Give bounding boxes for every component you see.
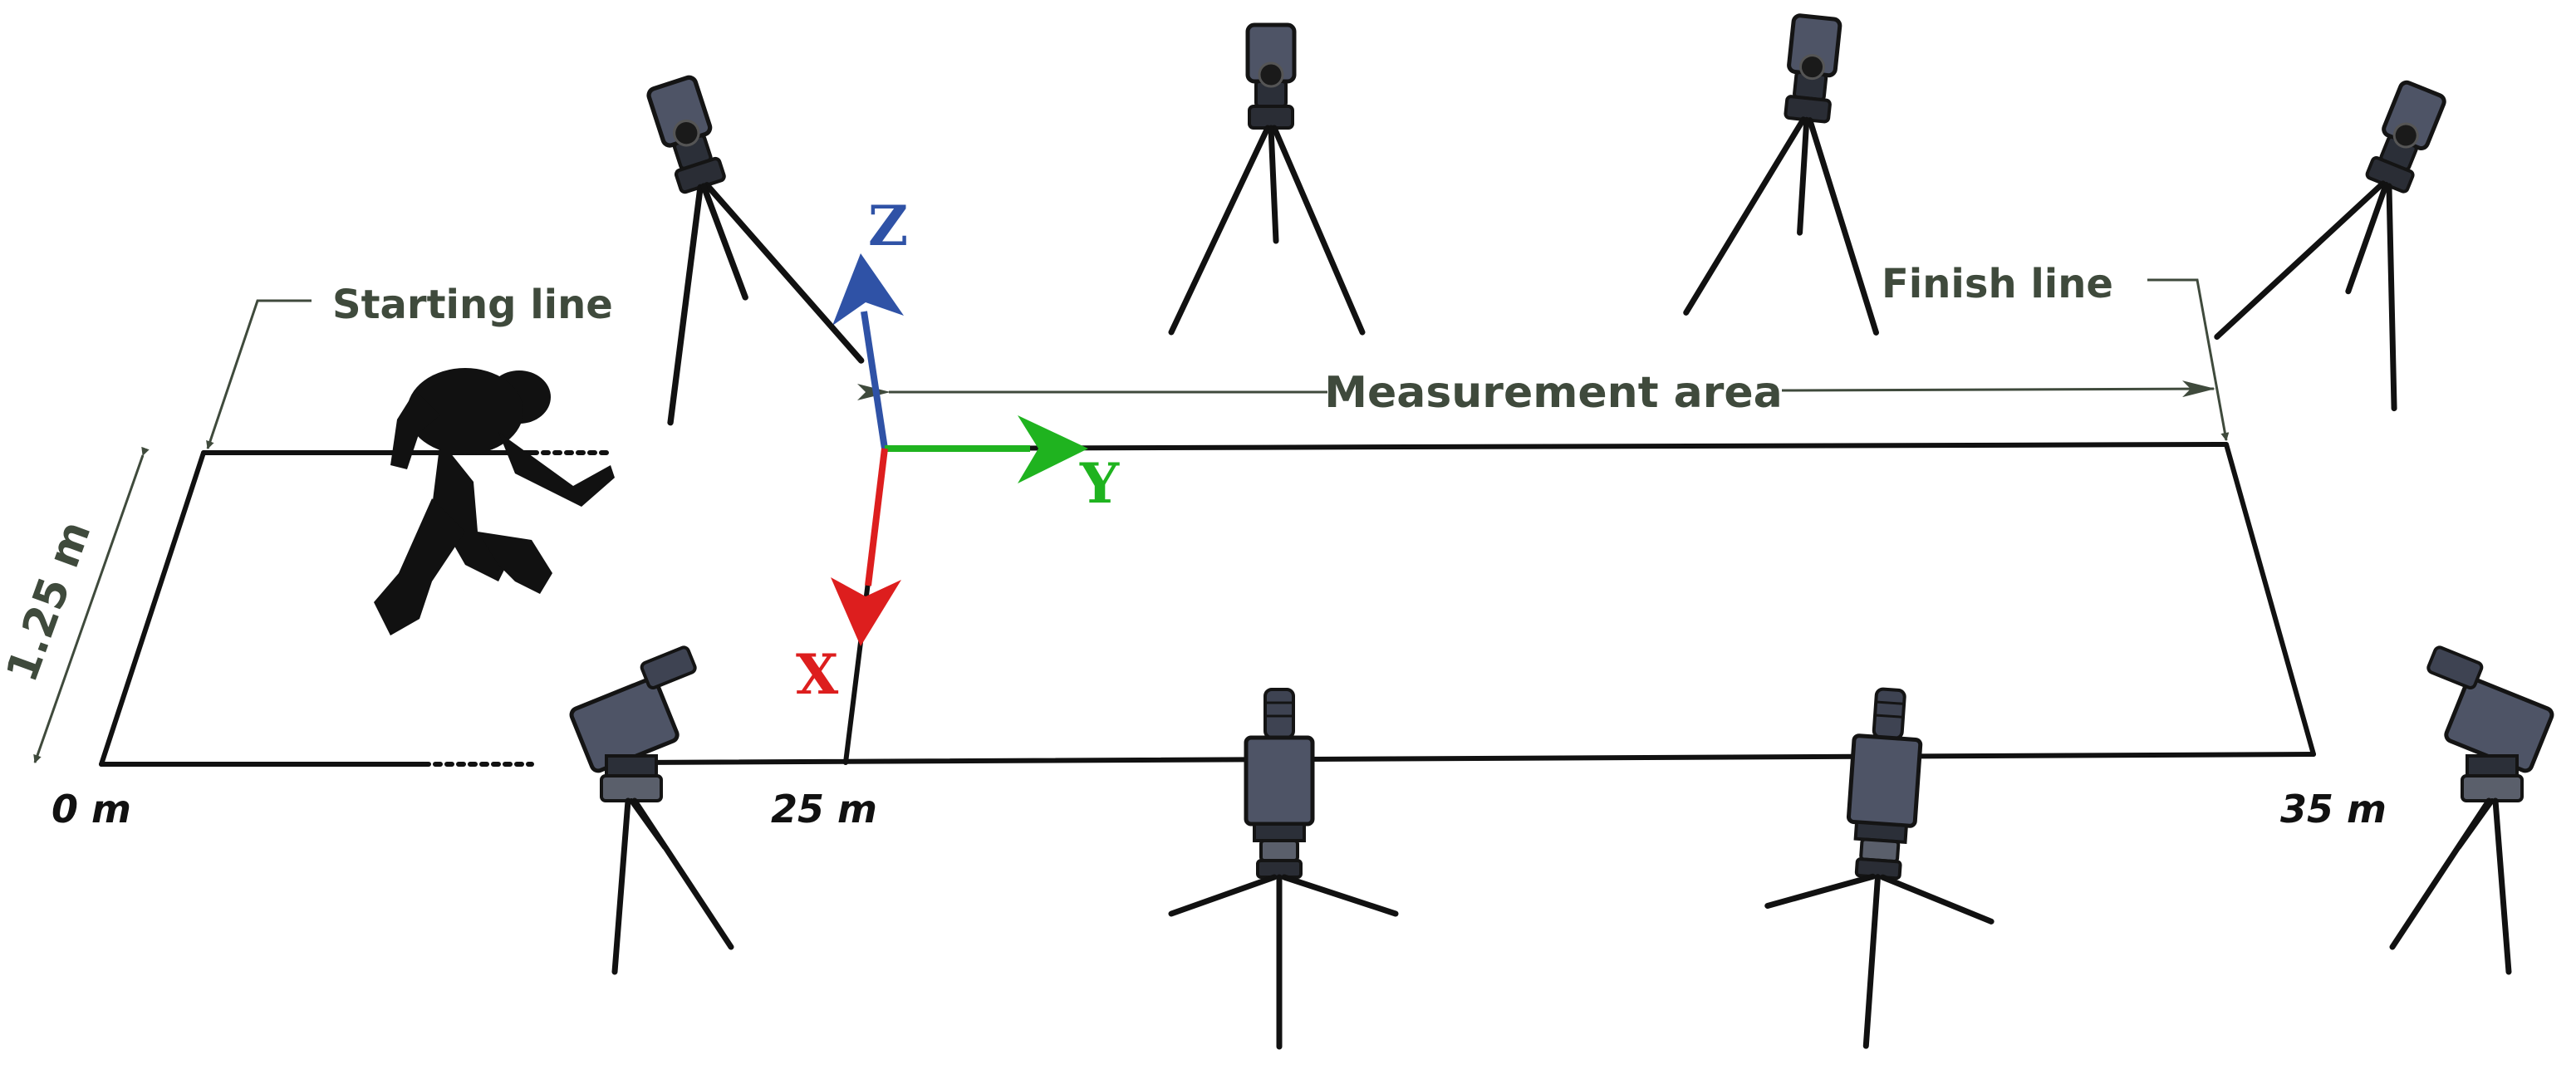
finish-line-label: Finish line <box>1882 261 2113 307</box>
camera-on-tripod-icon <box>2217 52 2510 408</box>
track-far-edge-main <box>882 442 2229 451</box>
z-axis-label: Z <box>868 194 908 258</box>
camera-on-tripod-icon <box>571 54 861 423</box>
finish-edge <box>2224 442 2316 757</box>
distance-label-finish: 35 m <box>2280 787 2387 831</box>
x-axis-label: X <box>796 642 839 707</box>
track-outline <box>99 442 2316 767</box>
starting-line-label: Starting line <box>332 282 613 328</box>
width-label: 1.25 m <box>0 515 101 689</box>
runner-silhouette-icon <box>374 368 615 635</box>
distance-label-start: 0 m <box>52 787 131 831</box>
finish-line-callout: Finish line <box>1882 261 2230 441</box>
start-edge <box>99 450 206 767</box>
y-axis-label: Y <box>1079 451 1120 516</box>
width-dimension: 1.25 m <box>0 446 150 763</box>
camera-on-tripod-icon <box>1759 682 2007 1054</box>
measurement-area-dimension: Measurement area <box>857 368 2215 418</box>
camera-on-tripod-icon <box>1686 7 1908 332</box>
camera-on-tripod-icon <box>1171 25 1362 332</box>
starting-line-callout: Starting line <box>206 282 613 449</box>
x-axis-arrowhead <box>831 577 901 646</box>
z-axis-arrowhead <box>832 253 904 326</box>
y-axis-arrowhead <box>1018 415 1088 483</box>
coordinate-axes: Z Y X <box>796 194 1120 707</box>
camera-on-tripod-icon <box>1171 689 1396 1047</box>
camera-on-tripod-icon <box>570 646 731 972</box>
x-axis-arrow <box>865 448 888 586</box>
measurement-area-label: Measurement area <box>1324 368 1783 418</box>
z-axis-arrow <box>861 311 888 449</box>
track-near-edge-main <box>629 752 2316 765</box>
distance-label-measure-start: 25 m <box>771 787 877 831</box>
camera-on-tripod-icon <box>2392 646 2554 972</box>
